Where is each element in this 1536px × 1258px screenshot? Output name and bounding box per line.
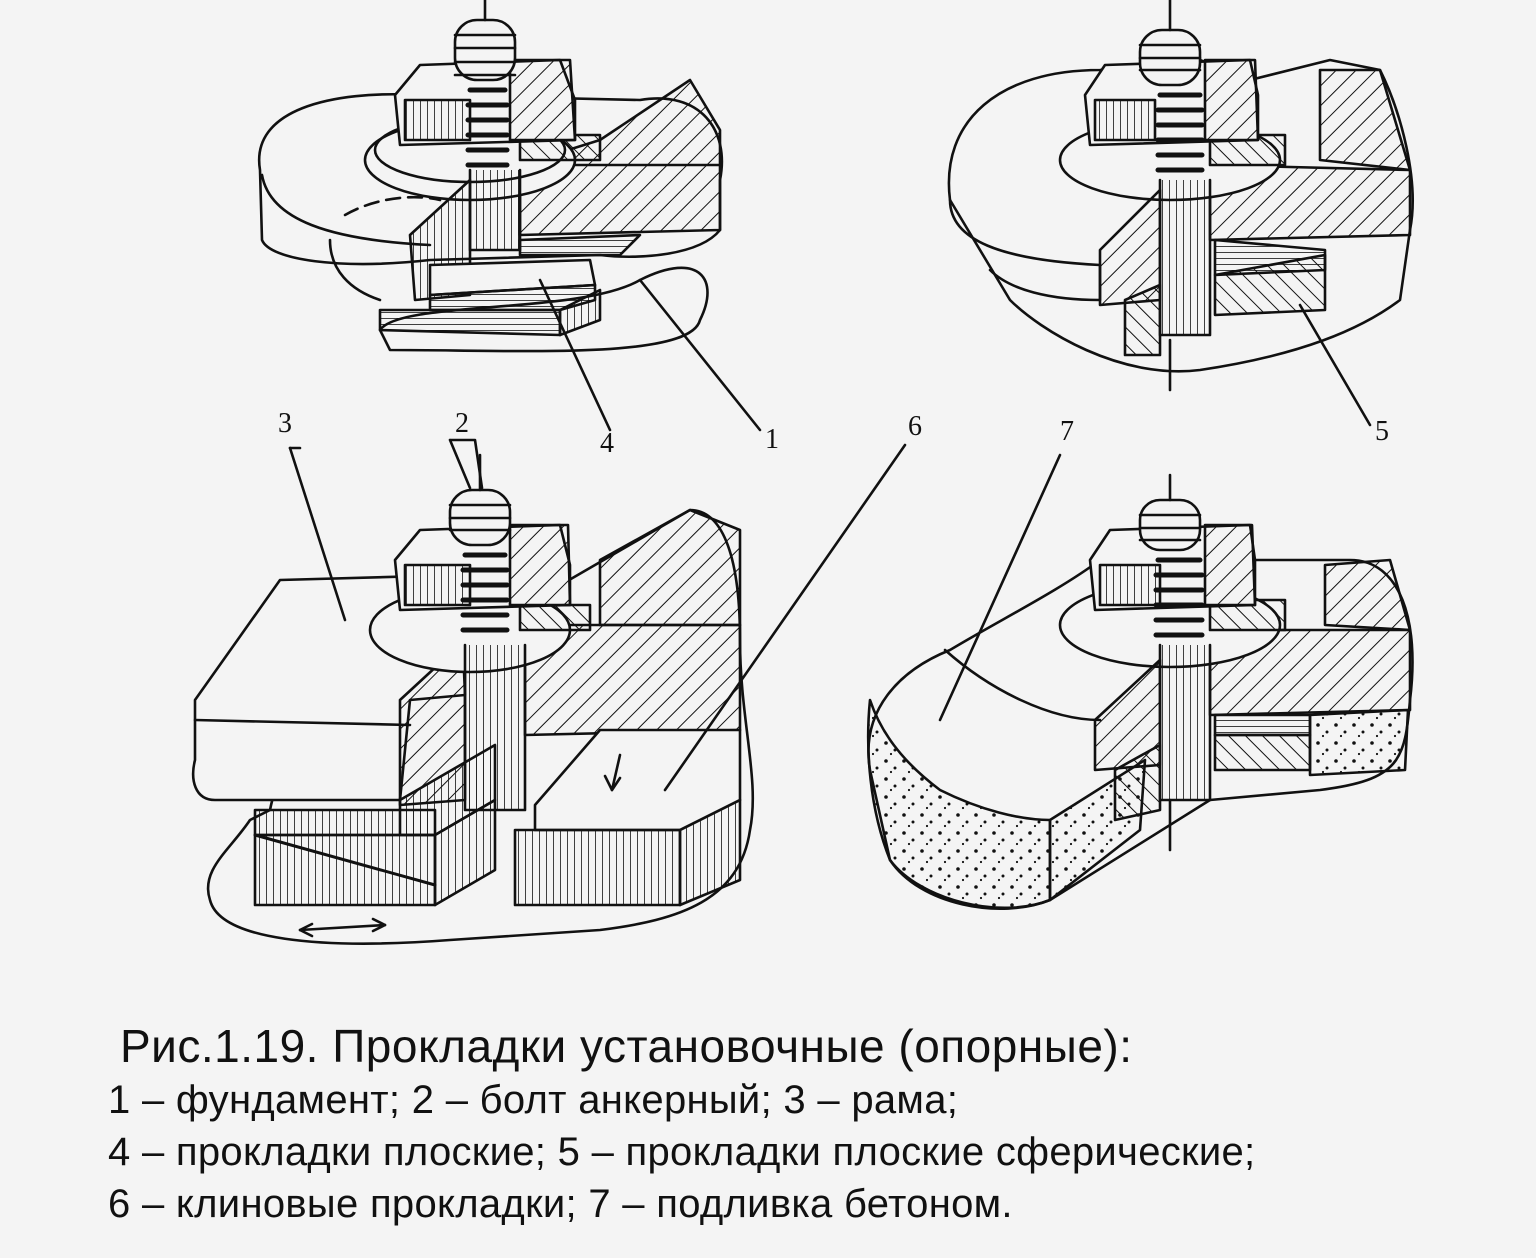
assembly-spherical-shims xyxy=(947,0,1414,427)
assembly-wedge-shims xyxy=(191,438,907,945)
label-5: 5 xyxy=(1375,416,1389,447)
figure-caption: Рис.1.19. Прокладки установочные (опорны… xyxy=(108,1018,1508,1230)
assembly-concrete-grout xyxy=(866,453,1414,910)
label-7: 7 xyxy=(1060,416,1074,447)
label-1: 1 xyxy=(765,424,779,455)
caption-line-1: 1 – фундамент; 2 – болт анкерный; 3 – ра… xyxy=(108,1078,959,1122)
caption-title: Рис.1.19. Прокладки установочные (опорны… xyxy=(120,1020,1133,1072)
figure-illustration: 4 1 5 3 2 6 7 xyxy=(191,0,1414,945)
label-4: 4 xyxy=(600,428,614,459)
assembly-flat-shims xyxy=(257,0,762,432)
label-6: 6 xyxy=(908,411,922,442)
label-3: 3 xyxy=(278,408,292,439)
caption-line-3: 6 – клиновые прокладки; 7 – подливка бет… xyxy=(108,1182,1013,1226)
label-2: 2 xyxy=(455,408,469,439)
caption-line-2: 4 – прокладки плоские; 5 – прокладки пло… xyxy=(108,1130,1256,1174)
